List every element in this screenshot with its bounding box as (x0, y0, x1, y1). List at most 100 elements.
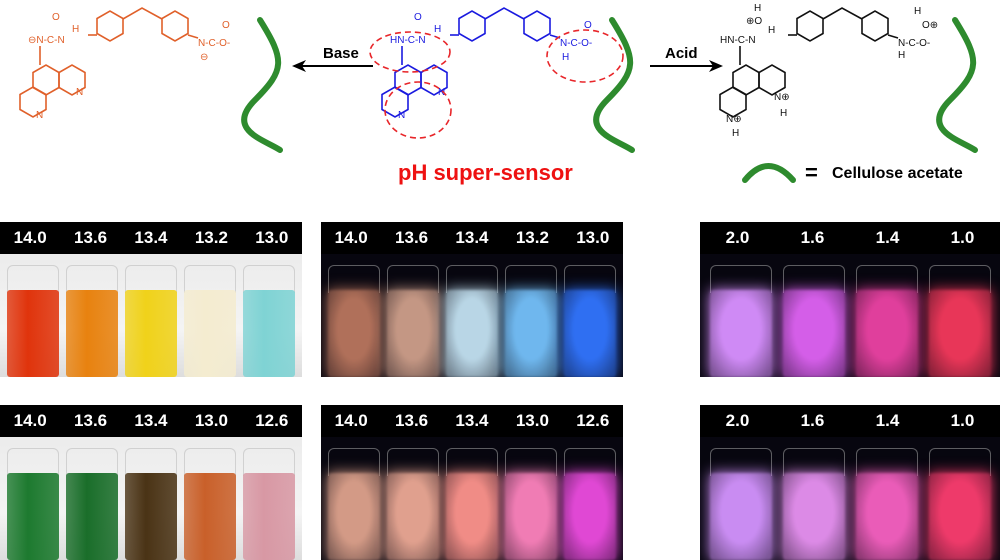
highlight-ring (369, 31, 451, 73)
benzene-ring (458, 10, 486, 42)
vial-row (700, 254, 1000, 377)
atom-label: N-C-O- (560, 38, 592, 49)
cellulose-strand (936, 17, 978, 153)
vial (709, 448, 772, 560)
vial (242, 265, 295, 377)
cellulose-strand (241, 17, 283, 153)
atom-label: N (76, 87, 83, 98)
atom-label: N⊕ (774, 92, 790, 103)
atom-label: ⊖ (200, 52, 208, 63)
ph-label: 13.4 (134, 411, 168, 430)
vial (242, 448, 295, 560)
vial (928, 265, 991, 377)
vial (124, 448, 177, 560)
ph-label: 13.0 (194, 411, 228, 430)
vial (124, 265, 177, 377)
vial (387, 448, 440, 560)
acid-label: Acid (665, 45, 698, 62)
vial (504, 265, 557, 377)
atom-label: H (914, 6, 921, 17)
vial (66, 265, 119, 377)
atom-label: H (732, 128, 739, 139)
atom-label: H (898, 50, 905, 61)
protonated-structure: HN-C-NH⊕OHN-C-O-HHO⊕N⊕HN⊕H (719, 3, 938, 139)
atom-label: H (780, 108, 787, 119)
vial (504, 448, 557, 560)
ph-label: 13.4 (455, 411, 489, 430)
ph-label: 13.4 (134, 228, 168, 247)
atom-label: H (72, 24, 79, 35)
vial (328, 265, 381, 377)
atom-label: ⊕O (746, 16, 762, 27)
atom-label: N⊕ (726, 114, 742, 125)
atom-label: H (754, 3, 761, 14)
sensor-title: pH super-sensor (398, 160, 573, 185)
legend-equals: = (805, 160, 818, 185)
ph-label: 13.0 (576, 228, 610, 247)
benzene-ring (796, 10, 824, 42)
atom-label: H (562, 52, 569, 63)
base-label: Base (323, 45, 359, 62)
legend-label: Cellulose acetate (832, 165, 963, 182)
vial (782, 265, 845, 377)
highlight-ring (546, 29, 624, 83)
ph-label: 13.6 (395, 228, 429, 247)
vial (563, 448, 616, 560)
ph-label: 13.0 (255, 228, 289, 247)
phenanthroline-ring (394, 64, 422, 96)
ph-label: 14.0 (13, 411, 47, 430)
ph-label: 1.6 (800, 228, 825, 247)
atom-label: H (768, 25, 775, 36)
vial-row (700, 437, 1000, 560)
phenanthroline-ring (381, 86, 409, 118)
atom-label: N (398, 110, 405, 121)
ph-label: 1.4 (875, 228, 900, 247)
ph-label: 1.0 (950, 228, 975, 247)
benzene-ring (861, 10, 889, 42)
vial-row (321, 437, 623, 560)
ph-label: 1.4 (875, 411, 900, 430)
phenanthroline-ring (420, 64, 448, 96)
vial (445, 265, 498, 377)
atom-label: N (438, 87, 445, 98)
ph-label: 14.0 (334, 228, 368, 247)
atom-label: O (414, 12, 422, 23)
atom-label: O (52, 12, 60, 23)
atom-label: O (584, 20, 592, 31)
phenanthroline-ring (758, 64, 786, 96)
ph-label: 14.0 (13, 228, 47, 247)
ph-label: 13.6 (74, 411, 108, 430)
ph-label: 13.4 (455, 228, 489, 247)
ph-label: 13.2 (194, 228, 228, 247)
atom-label: ⊖N-C-N (28, 35, 65, 46)
phenanthroline-ring (719, 86, 747, 118)
vial (387, 265, 440, 377)
reaction-scheme: ⊖N-C-NHON-C-O-⊖ONNHN-C-NHON-C-O-HONNHN-C… (19, 3, 978, 185)
ph-label: 1.6 (800, 411, 825, 430)
benzene-ring (523, 10, 551, 42)
vial (782, 448, 845, 560)
vial (66, 448, 119, 560)
vial (7, 448, 60, 560)
vial-row (321, 254, 623, 377)
ph-label: 2.0 (725, 411, 750, 430)
phenanthroline-ring (732, 64, 760, 96)
benzene-ring (96, 10, 124, 42)
atom-label: H (434, 24, 441, 35)
vial (183, 265, 236, 377)
cellulose-strand (593, 17, 635, 153)
